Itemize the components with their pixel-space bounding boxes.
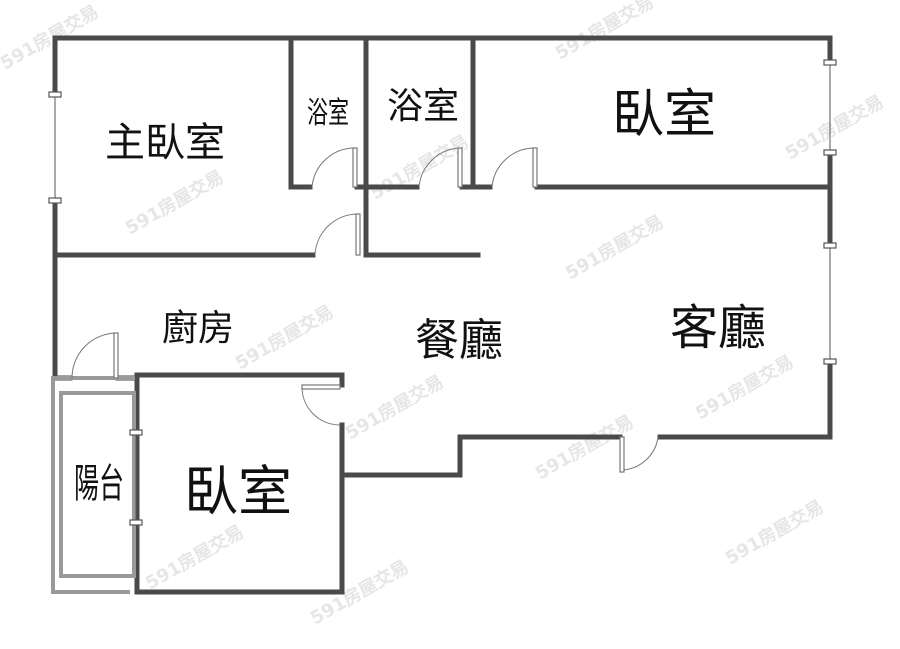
windows bbox=[48, 59, 837, 526]
door-balcony[interactable] bbox=[71, 332, 119, 379]
label-small-bath: 浴室 bbox=[307, 96, 349, 131]
door-bath[interactable] bbox=[418, 147, 463, 188]
label-master-bedroom: 主臥室 bbox=[105, 120, 225, 166]
label-balcony: 陽台 bbox=[74, 461, 124, 507]
watermark: 591房屋交易 bbox=[562, 210, 668, 284]
watermark: 591房屋交易 bbox=[142, 520, 248, 594]
label-kitchen: 廚房 bbox=[162, 308, 234, 349]
door-master-bedroom[interactable] bbox=[314, 213, 361, 256]
doors bbox=[71, 147, 659, 473]
balcony-outline bbox=[51, 376, 136, 594]
watermark: 591房屋交易 bbox=[232, 300, 338, 374]
door-entrance[interactable] bbox=[619, 436, 659, 473]
label-bedroom-top-right: 臥室 bbox=[612, 85, 716, 145]
label-living: 客廳 bbox=[670, 300, 766, 356]
room-labels: 主臥室 浴室 浴室 臥室 廚房 餐廳 客廳 陽台 臥室 bbox=[74, 85, 766, 523]
watermark: 591房屋交易 bbox=[722, 495, 828, 569]
label-bedroom-bottom: 臥室 bbox=[184, 460, 292, 523]
door-small-bath[interactable] bbox=[311, 147, 358, 188]
watermark: 591房屋交易 bbox=[552, 0, 658, 64]
watermark: 591房屋交易 bbox=[367, 130, 473, 204]
watermark: 591房屋交易 bbox=[692, 350, 798, 424]
watermark: 591房屋交易 bbox=[122, 165, 228, 239]
watermark: 591房屋交易 bbox=[342, 370, 448, 444]
label-dining: 餐廳 bbox=[415, 315, 503, 366]
door-bedroom-bottom[interactable] bbox=[301, 384, 341, 426]
label-bath: 浴室 bbox=[387, 86, 459, 127]
door-bedroom-top-right[interactable] bbox=[491, 147, 538, 188]
